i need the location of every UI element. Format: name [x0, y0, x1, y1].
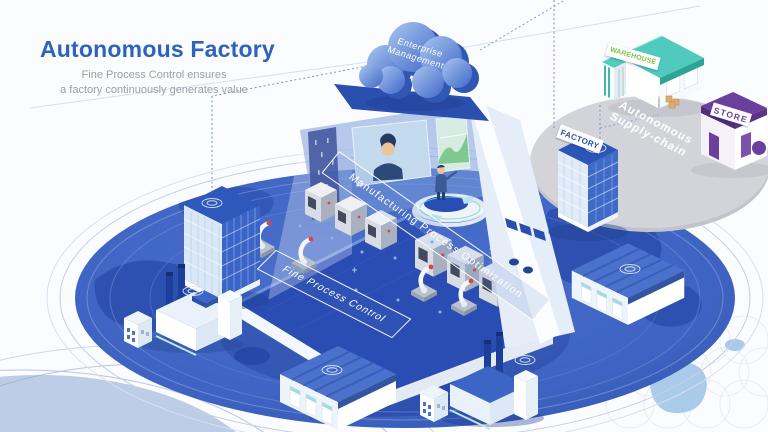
factory-small-left: [124, 264, 244, 356]
operator-person: [435, 164, 458, 200]
glass-wall-right: [468, 98, 575, 348]
page-title: Autonomous Factory: [40, 36, 275, 62]
store-building: [691, 92, 768, 178]
factory-small-right: [420, 332, 544, 430]
page-subtitle: Fine Process Control ensures a factory c…: [28, 68, 280, 98]
factory-building: [548, 135, 628, 241]
warehouse-building: [602, 35, 708, 117]
subtitle-line-1: Fine Process Control ensures: [81, 69, 227, 81]
enterprise-cloud: [334, 22, 489, 121]
holo-icons: [298, 221, 472, 314]
subtitle-line-2: a factory continuously generates value: [60, 84, 248, 96]
